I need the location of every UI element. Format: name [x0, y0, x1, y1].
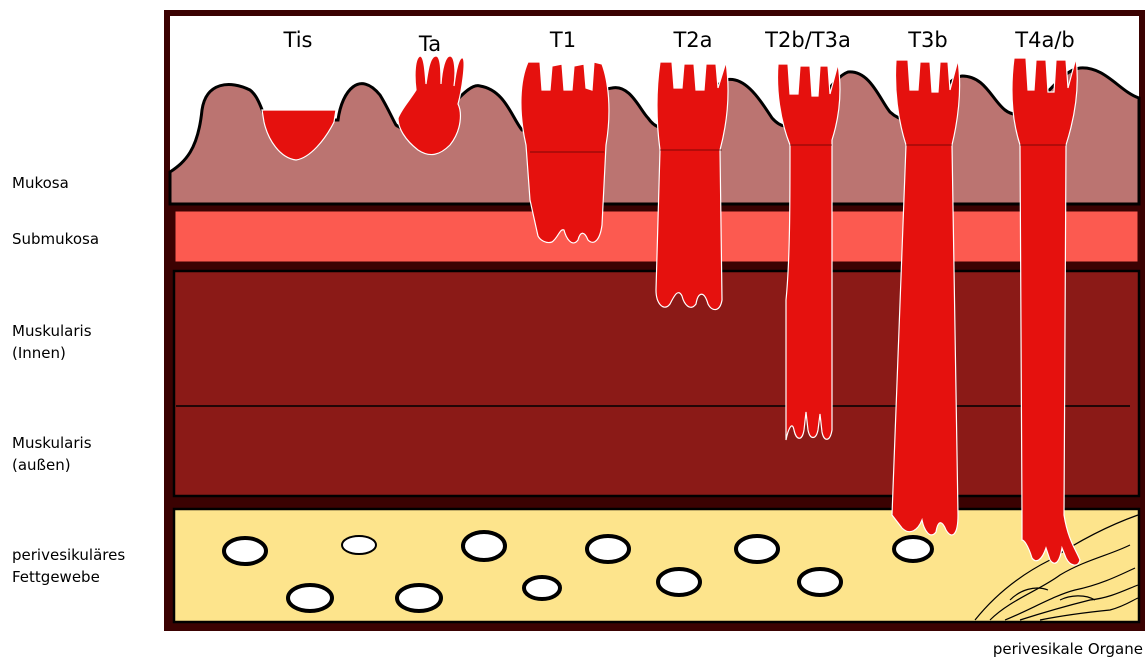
- organs-label: perivesikale Organe: [993, 640, 1143, 658]
- layer-label-muscularis-outer-line2: (außen): [12, 456, 71, 474]
- stage-label-t3b: T3b: [908, 28, 948, 52]
- stage-label-t2b-t3a: T2b/T3a: [765, 28, 851, 52]
- layer-label-fat-line2: Fettgewebe: [12, 568, 100, 586]
- stage-label-tis: Tis: [284, 28, 313, 52]
- layer-label-muscularis-inner: Muskularis (Innen): [12, 320, 92, 364]
- layer-label-fat: perivesikuläres Fettgewebe: [12, 544, 125, 588]
- stage-label-t2a: T2a: [673, 28, 712, 52]
- tumor-t3b: [892, 60, 960, 535]
- muscularis-layer: [174, 271, 1139, 496]
- layer-label-muscularis-outer-line1: Muskularis: [12, 434, 92, 452]
- layer-label-muscularis-inner-line1: Muskularis: [12, 322, 92, 340]
- tumor-t2a: [656, 62, 728, 310]
- layer-label-submucosa: Submukosa: [12, 228, 99, 250]
- layer-label-muscularis-outer: Muskularis (außen): [12, 432, 92, 476]
- stage-label-t1: T1: [550, 28, 576, 52]
- layer-label-mucosa: Mukosa: [12, 172, 69, 194]
- layer-label-muscularis-inner-line2: (Innen): [12, 344, 66, 362]
- layer-label-fat-line1: perivesikuläres: [12, 546, 125, 564]
- stage-label-ta: Ta: [419, 32, 441, 56]
- stage-label-t4ab: T4a/b: [1015, 28, 1074, 52]
